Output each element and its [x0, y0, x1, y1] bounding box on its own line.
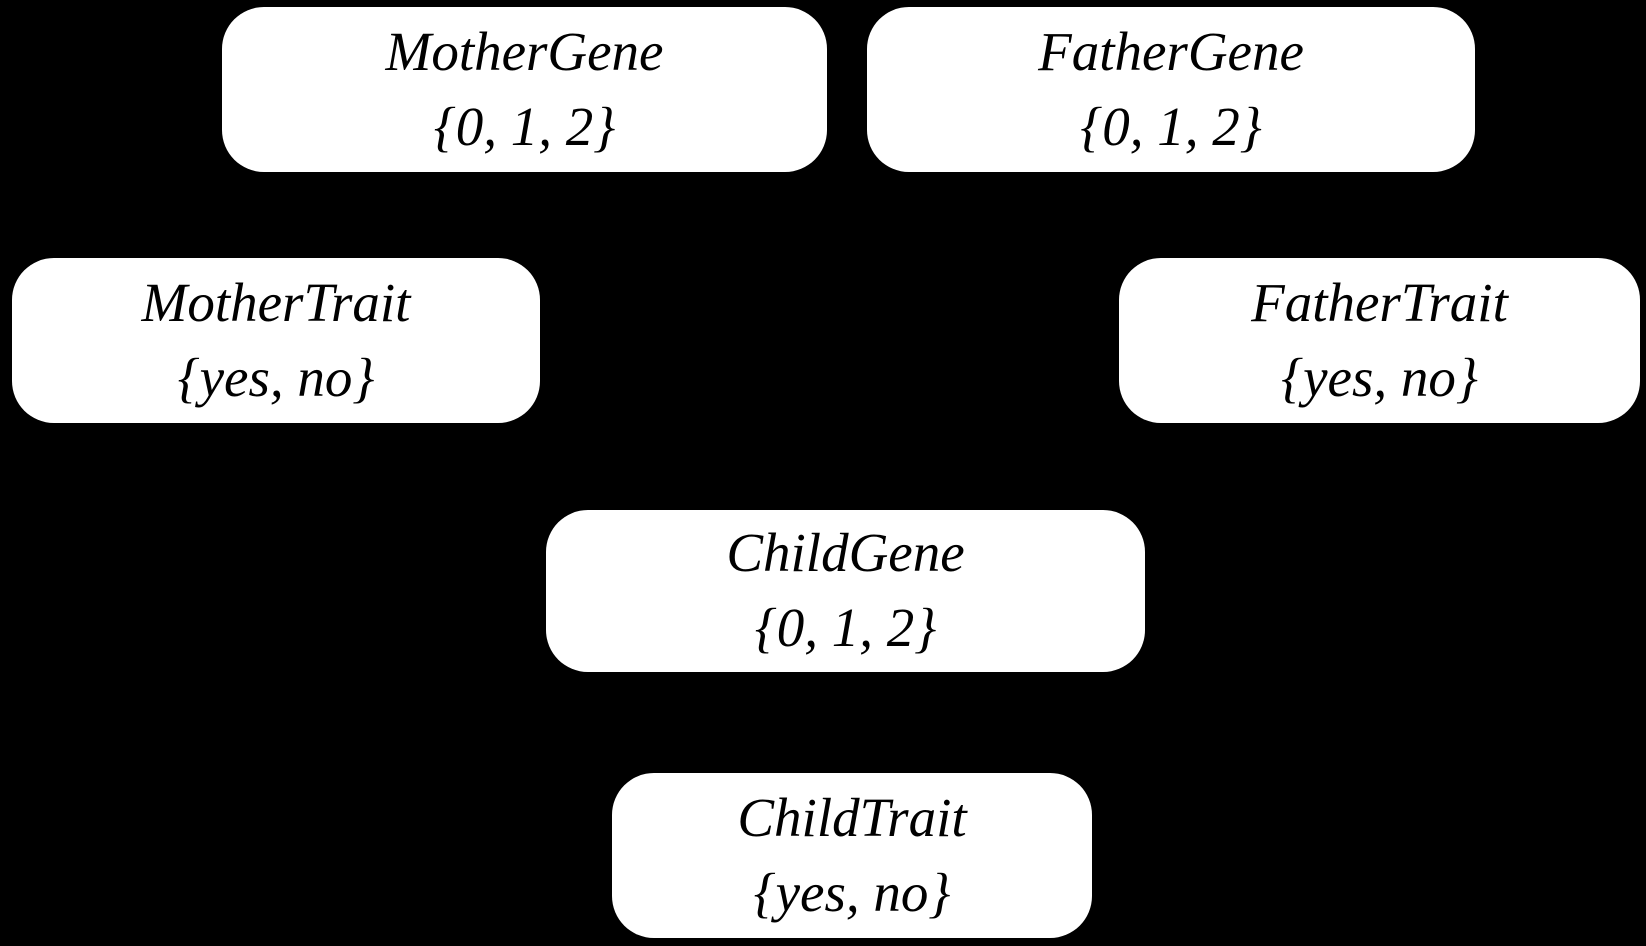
- node-father-trait-label: FatherTrait: [1251, 271, 1508, 333]
- node-mother-gene: MotherGene {0, 1, 2}: [222, 7, 827, 172]
- node-mother-gene-label: MotherGene: [385, 20, 664, 82]
- node-mother-gene-domain: {0, 1, 2}: [433, 95, 616, 157]
- node-child-trait-label: ChildTrait: [737, 786, 967, 848]
- node-father-gene-label: FatherGene: [1038, 20, 1304, 82]
- node-child-trait: ChildTrait {yes, no}: [612, 773, 1092, 938]
- node-child-gene: ChildGene {0, 1, 2}: [546, 510, 1145, 672]
- node-child-gene-label: ChildGene: [726, 522, 965, 584]
- node-father-trait: FatherTrait {yes, no}: [1119, 258, 1640, 423]
- node-father-gene: FatherGene {0, 1, 2}: [867, 7, 1475, 172]
- node-father-trait-domain: {yes, no}: [1281, 346, 1478, 408]
- node-mother-trait: MotherTrait {yes, no}: [12, 258, 540, 423]
- node-mother-trait-domain: {yes, no}: [177, 346, 375, 408]
- node-child-gene-domain: {0, 1, 2}: [754, 597, 937, 658]
- node-child-trait-domain: {yes, no}: [753, 861, 951, 923]
- node-father-gene-domain: {0, 1, 2}: [1080, 95, 1262, 157]
- node-mother-trait-label: MotherTrait: [141, 271, 411, 333]
